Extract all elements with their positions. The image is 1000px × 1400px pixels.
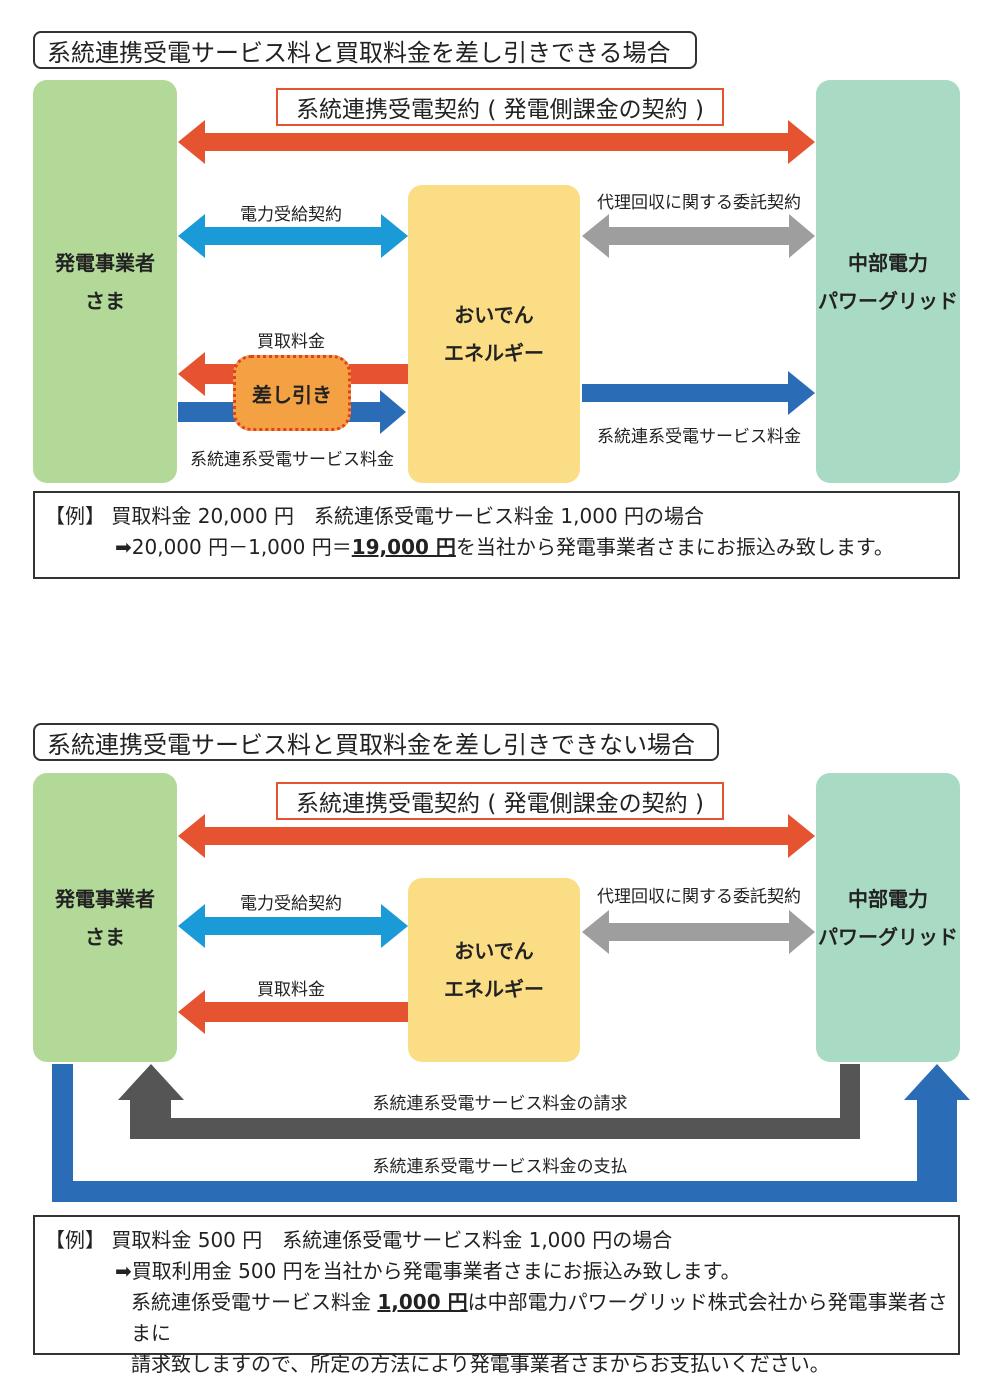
payment-arrow (52, 1064, 970, 1202)
oiden-label-line2: エネルギー (444, 977, 544, 1001)
generator-label-line2: さま (85, 288, 125, 313)
billing-arrow (118, 1064, 860, 1139)
bottom-example-line2: ➡買取利用金 500 円を当社から発電事業者さまにお振込み致します。 (115, 1259, 741, 1283)
agency-contract-arrow (582, 214, 815, 258)
bottom-example-box: 【例】 買取料金 500 円 系統連係受電サービス料金 1,000 円の場合 ➡… (33, 1215, 960, 1376)
purchase-fee-arrow-2 (178, 990, 408, 1034)
oiden-label-line1: おいでん (454, 939, 534, 963)
purchase-fee-label-2: 買取料金 (257, 980, 325, 1000)
bottom-example-line4: 請求致しますので、所定の方法により発電事業者さまからお支払いください。 (131, 1352, 830, 1376)
chubu-label-line1: 中部電力 (848, 250, 928, 275)
service-fee-left-label: 系統連系受電サービス料金 (190, 450, 394, 470)
agency-contract-label: 代理回収に関する委託契約 (597, 193, 801, 213)
bottom-example-line1: 【例】 買取料金 500 円 系統連係受電サービス料金 1,000 円の場合 (45, 1228, 673, 1252)
bottom-diagram-panel: 系統連携受電サービス料と買取料金を差し引きできない場合 発電事業者 さま おいで… (0, 700, 1000, 1400)
agency-contract-arrow-2 (582, 910, 815, 954)
agency-contract-label-2: 代理回収に関する委託契約 (597, 887, 801, 907)
bottom-arrows (52, 814, 970, 1202)
top-example-result: 19,000 円 (351, 535, 456, 559)
top-example-calc: ➡20,000 円－1,000 円＝ (115, 535, 352, 559)
chubu-label-line2: パワーグリッド (818, 288, 958, 313)
generator-label-line2: さま (85, 924, 125, 949)
purchase-fee-label: 買取料金 (257, 332, 325, 352)
oiden-label-line2: エネルギー (444, 341, 544, 365)
grid-contract-label: 系統連携受電契約 ( 発電側課金の契約 ) (276, 88, 724, 126)
generator-box: 発電事業者 さま (33, 80, 177, 483)
service-fee-right-arrow (582, 371, 815, 415)
bottom-section-title: 系統連携受電サービス料と買取料金を差し引きできない場合 (33, 723, 719, 761)
top-example-suffix: を当社から発電事業者さまにお振込み致します。 (455, 535, 894, 559)
bottom-example-line3-suffix: は中部電力パワーグリッド株式会社から発電事業者さまに (131, 1290, 948, 1345)
bottom-example-line3: 系統連係受電サービス料金 1,000 円は中部電力パワーグリッド株式会社から発電… (45, 1287, 948, 1349)
oiden-label-line1: おいでん (454, 303, 534, 327)
generator-label-line1: 発電事業者 (55, 250, 155, 275)
top-section-title: 系統連携受電サービス料と買取料金を差し引きできる場合 (33, 31, 697, 69)
power-supply-contract-arrow (178, 214, 408, 258)
subtract-badge: 差し引き (233, 355, 351, 431)
grid-contract-label-2: 系統連携受電契約 ( 発電側課金の契約 ) (276, 782, 724, 820)
chubu-label-line2: パワーグリッド (818, 924, 958, 949)
power-supply-contract-label: 電力受給契約 (240, 205, 342, 225)
chubu-power-grid-box-2: 中部電力 パワーグリッド (816, 773, 960, 1062)
grid-contract-arrow-2 (178, 814, 815, 858)
generator-box-2: 発電事業者 さま (33, 773, 177, 1062)
top-example-line2: ➡20,000 円－1,000 円＝19,000 円を当社から発電事業者さまにお… (45, 532, 948, 563)
bottom-example-line3-prefix: 系統連係受電サービス料金 (131, 1290, 378, 1314)
top-diagram-panel: 系統連携受電サービス料と買取料金を差し引きできる場合 発電事業者 さま おいでん… (0, 0, 1000, 600)
grid-contract-arrow (178, 120, 815, 164)
chubu-power-grid-box: 中部電力 パワーグリッド (816, 80, 960, 483)
power-supply-contract-arrow-2 (178, 904, 408, 948)
power-supply-contract-label-2: 電力受給契約 (240, 894, 342, 914)
top-example-line1: 【例】 買取料金 20,000 円 系統連係受電サービス料金 1,000 円の場… (45, 504, 705, 528)
bottom-example-amount: 1,000 円 (377, 1290, 468, 1314)
payment-label: 系統連系受電サービス料金の支払 (372, 1157, 628, 1177)
oiden-energy-box-2: おいでん エネルギー (408, 878, 580, 1062)
top-example-box: 【例】 買取料金 20,000 円 系統連係受電サービス料金 1,000 円の場… (33, 491, 960, 579)
chubu-label-line1: 中部電力 (848, 886, 928, 911)
service-fee-right-label: 系統連系受電サービス料金 (597, 427, 801, 447)
oiden-energy-box: おいでん エネルギー (408, 185, 580, 483)
generator-label-line1: 発電事業者 (55, 886, 155, 911)
billing-label: 系統連系受電サービス料金の請求 (372, 1094, 628, 1114)
